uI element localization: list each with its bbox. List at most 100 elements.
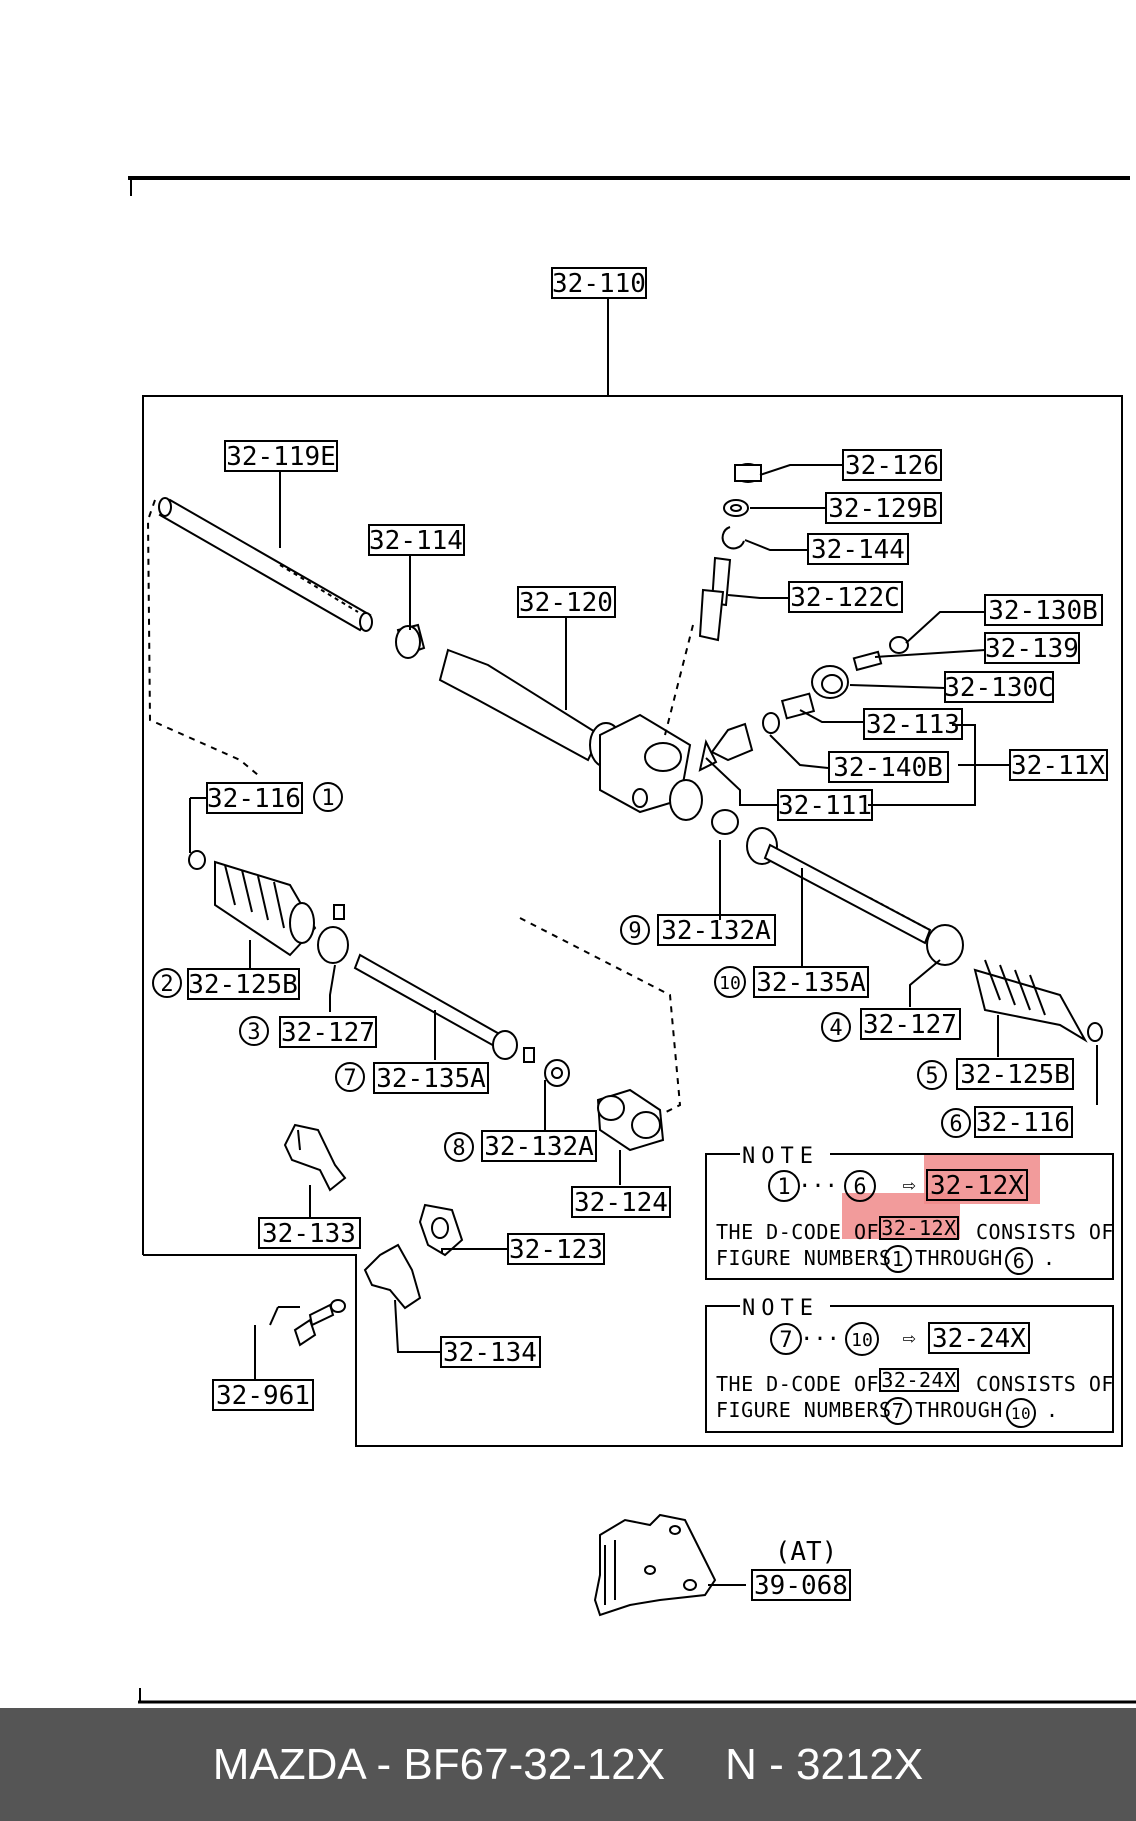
label-32-119e: 32-119E xyxy=(226,442,336,472)
label-32-11x: 32-11X xyxy=(1011,751,1105,781)
right-boot-drawing xyxy=(926,924,1103,1043)
note2-line2-to: 10 xyxy=(1011,1404,1031,1423)
note2-range-end: 10 xyxy=(851,1330,873,1351)
label-32-132a-right: 32-132A xyxy=(661,916,771,946)
label-32-144: 32-144 xyxy=(811,535,905,565)
label-32-134: 32-134 xyxy=(443,1338,537,1368)
svg-text:5: 5 xyxy=(925,1064,938,1089)
label-32-127-left: 32-127 xyxy=(281,1018,375,1048)
note1-dots: ··· xyxy=(798,1174,838,1199)
adjuster-drawing xyxy=(698,636,909,772)
circle-number-1: 1 xyxy=(313,782,343,812)
bolt-drawing xyxy=(269,1299,346,1347)
circle-number-9: 9 xyxy=(620,915,650,945)
label-32-139: 32-139 xyxy=(985,634,1079,664)
part-number-footer: MAZDA - BF67-32-12X N - 3212X xyxy=(0,1708,1136,1821)
note1-range-end: 6 xyxy=(853,1175,866,1200)
label-32-116-right: 32-116 xyxy=(976,1108,1070,1138)
note2-line2-mid: THROUGH xyxy=(915,1398,1003,1422)
pinion-stack-drawing xyxy=(664,463,762,736)
label-39-068: 39-068 xyxy=(754,1571,848,1601)
note1-line2-from: 1 xyxy=(892,1247,905,1271)
circled-numbers: 1 2 3 7 8 9 10 4 5 6 xyxy=(152,782,971,1162)
left-outer-bush-drawing xyxy=(544,1059,570,1087)
label-boxes xyxy=(187,267,1108,1601)
footer-cross-reference: N - 3212X xyxy=(725,1739,924,1789)
svg-text:10: 10 xyxy=(719,973,741,994)
note2-line1-code: 32-24X xyxy=(881,1368,956,1392)
note2-line2-pre: FIGURE NUMBERS xyxy=(716,1398,892,1422)
bushing-drawing xyxy=(395,623,426,659)
svg-text:7: 7 xyxy=(343,1066,356,1091)
bracket-134-drawing xyxy=(363,1243,422,1310)
frame-lines xyxy=(128,176,1136,1704)
label-32-132a-left: 32-132A xyxy=(484,1132,594,1162)
circle-number-2: 2 xyxy=(152,968,182,998)
footer-part-number: MAZDA - BF67-32-12X xyxy=(212,1739,666,1789)
label-32-111: 32-111 xyxy=(778,791,872,821)
circle-number-10: 10 xyxy=(714,966,746,998)
label-32-133: 32-133 xyxy=(262,1219,356,1249)
label-32-129b: 32-129B xyxy=(828,494,938,524)
left-clamp-drawing xyxy=(317,904,349,964)
circle-number-7: 7 xyxy=(335,1062,365,1092)
circle-number-3: 3 xyxy=(239,1016,269,1046)
label-32-135a-left: 32-135A xyxy=(376,1064,486,1094)
rack-bar-drawing xyxy=(158,497,373,632)
note1-arrow-icon: ⇨ xyxy=(902,1173,916,1198)
note1-line2-end: . xyxy=(1043,1246,1056,1270)
note1-range-start: 1 xyxy=(777,1175,790,1200)
label-32-114: 32-114 xyxy=(369,526,463,556)
mount-drawing xyxy=(519,917,682,1152)
assembly-outline xyxy=(142,298,1123,1447)
note1-line2-pre: FIGURE NUMBERS xyxy=(716,1246,892,1270)
left-boot-drawing xyxy=(188,850,317,957)
note2-dots: ··· xyxy=(800,1327,840,1352)
note2-line1-pre: THE D-CODE OF xyxy=(716,1372,879,1396)
part-labels: 32-110 32-119E 32-114 32-120 32-126 32-1… xyxy=(188,269,1105,1601)
note2-heading: NOTE xyxy=(742,1296,819,1321)
label-32-125b-right: 32-125B xyxy=(960,1060,1070,1090)
left-tie-rod-drawing xyxy=(353,953,535,1063)
circle-number-4: 4 xyxy=(821,1012,851,1042)
at-bracket-drawing xyxy=(593,1513,717,1617)
note1-line1-pre: THE D-CODE OF xyxy=(716,1220,879,1244)
note-box-1: NOTE 1 ··· 6 ⇨ 32-12X THE D-CODE OF 32-1… xyxy=(705,1144,1114,1280)
circle-number-8: 8 xyxy=(444,1132,474,1162)
label-32-110: 32-110 xyxy=(552,269,646,299)
note-box-2: NOTE 7 ··· 10 ⇨ 32-24X THE D-CODE OF 32-… xyxy=(705,1296,1114,1433)
label-32-130c: 32-130C xyxy=(944,673,1054,703)
circle-number-5: 5 xyxy=(917,1060,947,1090)
svg-text:8: 8 xyxy=(452,1136,465,1161)
label-32-125b-left: 32-125B xyxy=(188,970,298,1000)
label-32-127-right: 32-127 xyxy=(863,1010,957,1040)
gear-housing-drawing xyxy=(438,648,703,821)
label-32-113: 32-113 xyxy=(866,710,960,740)
part-drawings xyxy=(146,463,1103,1617)
svg-text:4: 4 xyxy=(829,1016,842,1041)
label-32-124: 32-124 xyxy=(574,1188,668,1218)
note1-line1-code: 32-12X xyxy=(881,1216,956,1240)
steering-rack-diagram: 32-110 32-119E 32-114 32-120 32-126 32-1… xyxy=(128,176,1136,1704)
note2-range-start: 7 xyxy=(779,1328,792,1353)
svg-text:9: 9 xyxy=(628,919,641,944)
note1-code: 32-12X xyxy=(930,1171,1024,1201)
svg-text:1: 1 xyxy=(321,786,334,811)
note2-line2-end: . xyxy=(1046,1398,1059,1422)
label-32-120: 32-120 xyxy=(519,588,613,618)
label-32-126: 32-126 xyxy=(845,451,939,481)
label-32-961: 32-961 xyxy=(216,1381,310,1411)
note1-line2-to: 6 xyxy=(1013,1249,1026,1273)
svg-text:6: 6 xyxy=(949,1112,962,1137)
label-32-140b: 32-140B xyxy=(833,753,943,783)
note2-line2-from: 7 xyxy=(892,1399,905,1423)
note1-line1-post: CONSISTS OF xyxy=(976,1220,1114,1244)
label-32-123: 32-123 xyxy=(509,1235,603,1265)
label-32-122c: 32-122C xyxy=(790,583,900,613)
label-32-116-left: 32-116 xyxy=(207,784,301,814)
label-32-135a-right: 32-135A xyxy=(756,968,866,998)
note2-line1-post: CONSISTS OF xyxy=(976,1372,1114,1396)
right-inner-joint-drawing xyxy=(711,809,932,945)
svg-text:2: 2 xyxy=(160,972,173,997)
label-32-130b: 32-130B xyxy=(988,596,1098,626)
